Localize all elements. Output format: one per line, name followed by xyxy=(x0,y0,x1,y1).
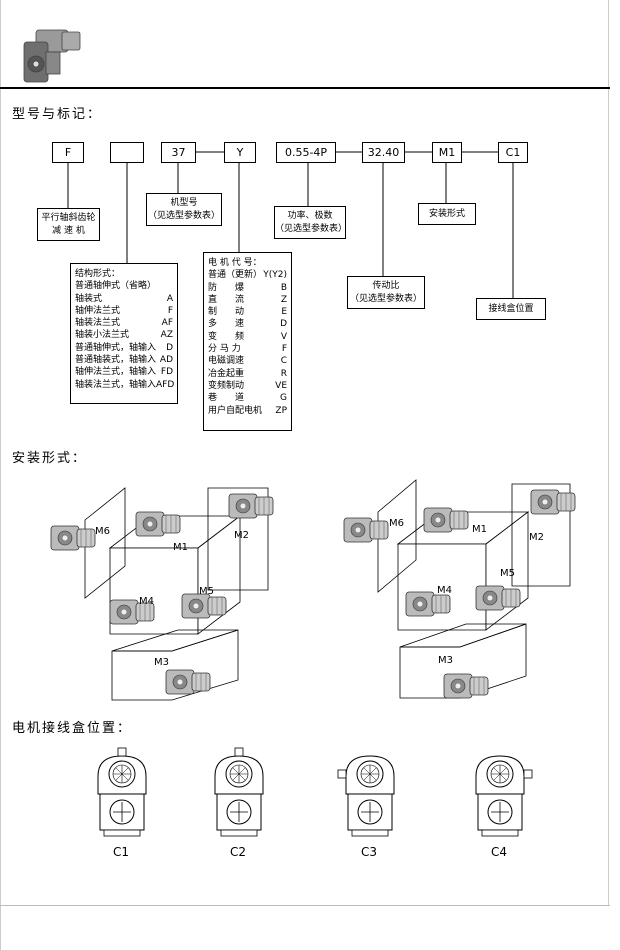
code-box-f: F xyxy=(52,142,84,163)
structure-title: 结构形式： xyxy=(75,269,121,279)
label-terminal-pos: 接线盒位置 xyxy=(476,298,546,320)
mount-label-m2-left: M2 xyxy=(234,530,249,541)
code-box-size: 37 xyxy=(161,142,196,163)
terminal-label-c2: C2 xyxy=(230,845,247,859)
label-ratio: 传动比（见选型参数表） xyxy=(347,276,425,309)
mount-label-m5-right: M5 xyxy=(500,568,515,579)
mount-label-m3-left: M3 xyxy=(154,657,169,668)
code-box-motor: Y xyxy=(224,142,256,163)
terminal-label-c1: C1 xyxy=(113,845,130,859)
code-box-ratio: 32.40 xyxy=(362,142,405,163)
terminal-label-c4: C4 xyxy=(491,845,508,859)
heading-terminal: 电机接线盒位置： xyxy=(12,721,133,736)
mount-label-m4-right: M4 xyxy=(437,585,452,596)
mount-label-m4-left: M4 xyxy=(139,596,154,607)
mount-label-m3-right: M3 xyxy=(438,655,453,666)
label-reducer: 平行轴斜齿轮减 速 机 xyxy=(37,208,100,241)
label-power: 功率、极数（见选型参数表） xyxy=(274,206,347,239)
mount-label-m6-left: M6 xyxy=(95,526,110,537)
label-mount-type: 安装形式 xyxy=(418,203,476,225)
label-model-no: 机型号（见选型参数表） xyxy=(146,193,222,226)
heading-model: 型号与标记： xyxy=(12,107,103,122)
mount-label-m1-left: M1 xyxy=(173,542,188,553)
code-box-power: 0.55-4P xyxy=(276,142,336,163)
list-item: 普通轴伸式（省略） xyxy=(75,281,157,292)
heading-mounting: 安装形式： xyxy=(12,451,88,466)
code-box-terminal: C1 xyxy=(498,142,528,163)
mount-label-m1-right: M1 xyxy=(472,524,487,535)
code-box-structure xyxy=(110,142,144,163)
mount-label-m6-right: M6 xyxy=(389,518,404,529)
list-item: 普通（更新）Y(Y2) xyxy=(208,270,287,281)
motor-code-title: 电 机 代 号： xyxy=(208,258,262,268)
code-box-mount: M1 xyxy=(432,142,462,163)
mount-label-m2-right: M2 xyxy=(529,532,544,543)
terminal-label-c3: C3 xyxy=(361,845,378,859)
mount-label-m5-left: M5 xyxy=(199,586,214,597)
